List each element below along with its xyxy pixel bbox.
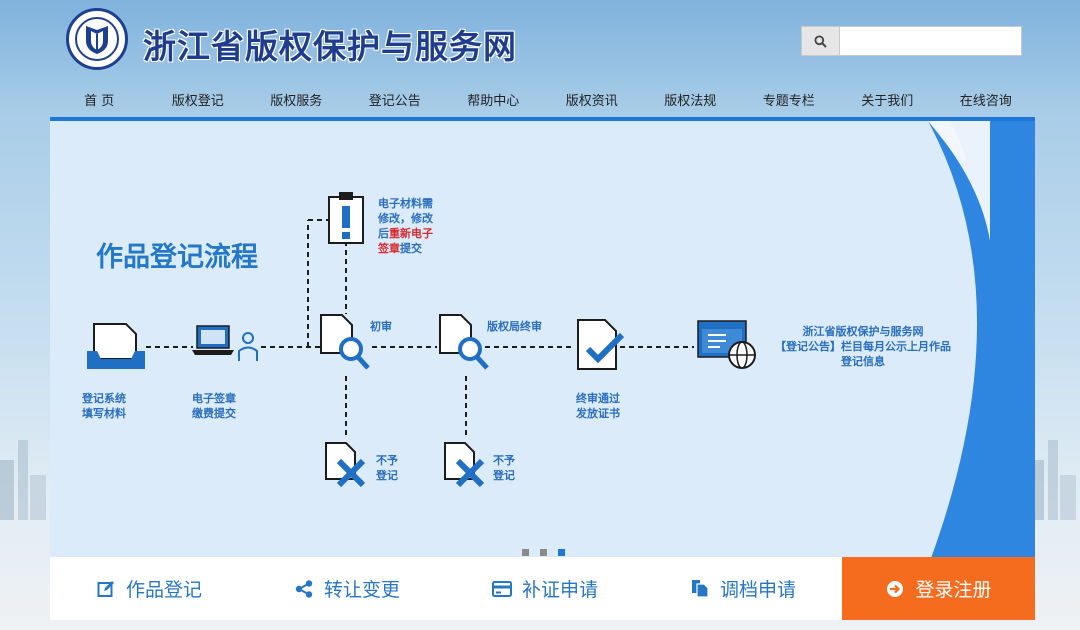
search-button[interactable] bbox=[801, 26, 839, 56]
laptop-person-icon bbox=[192, 325, 258, 361]
step-public-announcement: 浙江省版权保护与服务网 【登记公告】栏目每月公示上月作品 登记信息 bbox=[775, 325, 951, 368]
carousel-dot-2[interactable] bbox=[540, 549, 547, 556]
carousel-banner[interactable]: 作品登记流程 登记系统填写材料 电子签章缴费提交 电子材料需 修改，修改 后重新… bbox=[50, 117, 1035, 557]
nav-item-registration[interactable]: 版权登记 bbox=[171, 94, 224, 109]
quick-links-bar: 作品登记 转让变更 补证申请 调档 bbox=[50, 557, 1035, 620]
review-magnifier-icon bbox=[320, 314, 370, 370]
copy-files-icon bbox=[690, 579, 710, 599]
step-sign-pay: 电子签章缴费提交 bbox=[192, 392, 236, 420]
nav-item-laws[interactable]: 版权法规 bbox=[664, 94, 717, 109]
reject-x-icon-2 bbox=[444, 442, 485, 488]
nav-item-about[interactable]: 关于我们 bbox=[861, 94, 914, 109]
website-globe-icon bbox=[697, 320, 756, 369]
background-city-right bbox=[1030, 430, 1080, 520]
step-issue-certificate: 终审通过发放证书 bbox=[576, 392, 620, 420]
login-register-button[interactable]: 登录注册 bbox=[842, 557, 1035, 620]
reject-x-icon bbox=[325, 442, 366, 488]
nav-item-announcements[interactable]: 登记公告 bbox=[368, 94, 421, 109]
site-header: 浙江省版权保护与服务网 首 页 版权登记 版权服务 登记公告 帮助中心 版权资讯… bbox=[0, 0, 1080, 120]
final-review-magnifier-icon bbox=[439, 314, 489, 370]
carousel-dot-1[interactable] bbox=[522, 549, 529, 556]
step-fill-materials: 登记系统填写材料 bbox=[82, 392, 126, 420]
work-registration-button[interactable]: 作品登记 bbox=[50, 557, 248, 620]
flow-diagram bbox=[50, 121, 990, 557]
file-request-button[interactable]: 调档申请 bbox=[644, 557, 842, 620]
search-bar bbox=[801, 26, 1022, 56]
nav-item-topics[interactable]: 专题专栏 bbox=[762, 94, 815, 109]
search-icon bbox=[814, 35, 827, 48]
approved-check-icon bbox=[577, 319, 625, 370]
nav-item-home[interactable]: 首 页 bbox=[84, 94, 115, 109]
certificate-reissue-button[interactable]: 补证申请 bbox=[446, 557, 644, 620]
nav-item-help[interactable]: 帮助中心 bbox=[467, 94, 520, 109]
step-final-review: 版权局终审 bbox=[487, 320, 542, 333]
nav-item-services[interactable]: 版权服务 bbox=[270, 94, 323, 109]
shield-logo-icon bbox=[75, 17, 119, 61]
nav-item-news[interactable]: 版权资讯 bbox=[565, 94, 618, 109]
site-title: 浙江省版权保护与服务网 bbox=[143, 27, 517, 66]
inbox-document-icon bbox=[87, 323, 145, 369]
step-initial-review: 初审 bbox=[370, 320, 392, 333]
reject-label-2: 不予登记 bbox=[493, 454, 515, 482]
main-nav: 首 页 版权登记 版权服务 登记公告 帮助中心 版权资讯 版权法规 专题专栏 关… bbox=[50, 89, 1035, 115]
carousel-dot-3[interactable] bbox=[558, 549, 565, 556]
reject-label-1: 不予登记 bbox=[376, 454, 398, 482]
edit-icon bbox=[96, 579, 116, 599]
transfer-change-button[interactable]: 转让变更 bbox=[248, 557, 446, 620]
search-input[interactable] bbox=[839, 26, 1022, 56]
flow-title: 作品登记流程 bbox=[96, 242, 258, 273]
step-revise-note: 电子材料需 修改，修改 后重新电子 签章提交 bbox=[378, 197, 433, 255]
clipboard-alert-icon bbox=[328, 192, 364, 244]
carousel-pagination bbox=[522, 549, 565, 556]
credit-card-icon bbox=[491, 579, 512, 599]
share-icon bbox=[294, 579, 314, 599]
arrow-circle-icon bbox=[885, 579, 905, 599]
nav-item-consult[interactable]: 在线咨询 bbox=[959, 94, 1012, 109]
site-logo[interactable] bbox=[66, 8, 128, 70]
background-city-left bbox=[0, 430, 50, 520]
